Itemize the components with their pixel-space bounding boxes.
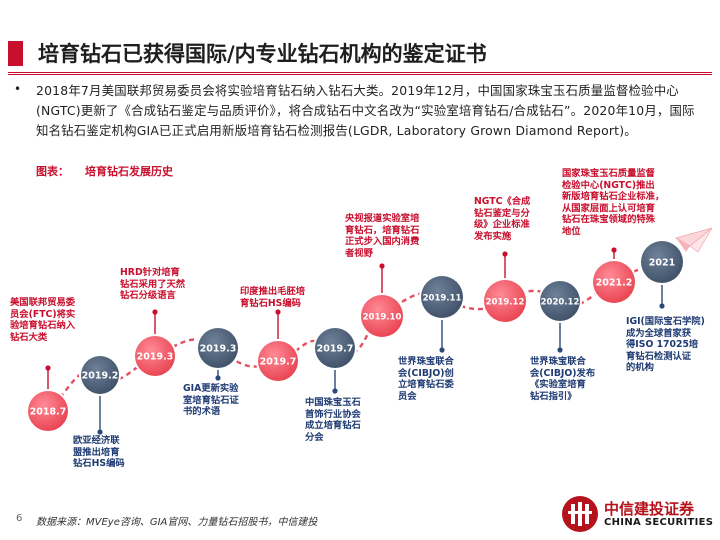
event-description: 国家珠宝玉石质量监督 检验中心(NGTC)推出 新版培育钻石企业标准， 从国家层… [562, 168, 665, 237]
china-securities-logo-icon [562, 496, 598, 532]
leader-end-dot [152, 309, 158, 315]
timeline-node [421, 276, 463, 318]
node-date-label: 2020.12 [541, 298, 580, 308]
event-description: 欧亚经济联 盟推出培育 钻石HS编码 [73, 435, 125, 469]
event-description: GIA更新实验 室培育钻石证 书的术语 [183, 383, 239, 417]
event-description: NGTC《合成 钻石鉴定与分 级》企业标准 发布实施 [474, 196, 531, 242]
leader-end-dot [275, 309, 281, 315]
source-note: 数据来源：MVEye咨询、GIA官网、力量钻石招股书，中信建投 [36, 517, 318, 528]
timeline-node [28, 391, 68, 431]
leader-end-dot [215, 375, 221, 381]
leader-end-dot [97, 429, 103, 435]
paper-plane-icon [674, 227, 713, 253]
event-description: 美国联邦贸易委 员会(FTC)将实 验培育钻石纳入 钻石大类 [10, 297, 76, 343]
bullet-dot: • [14, 82, 22, 96]
node-date-label: 2019.7 [317, 344, 354, 355]
leader-lines [45, 247, 665, 435]
node-date-label: 2021.2 [596, 278, 633, 289]
logo-name-cn: 中信建投证券 [604, 500, 695, 518]
leader-end-dot [502, 251, 508, 257]
timeline-node [198, 328, 238, 368]
timeline-nodes: 2018.7 2019.2 2019.3 2019.3 2019.7 2019.7 2019… [26, 239, 685, 433]
node-date-label: 2019.3 [137, 352, 174, 363]
event-description: 中国珠宝玉石 首饰行业协会 成立培育钻石 分会 [305, 397, 361, 443]
title-divider [8, 72, 712, 73]
timeline-node [593, 261, 635, 303]
timeline-node [641, 241, 683, 283]
leader-end-dot [557, 347, 563, 353]
timeline-node [540, 281, 580, 321]
title-divider-2 [8, 74, 712, 75]
node-date-label: 2021 [649, 258, 675, 269]
leader-end-dot [332, 388, 338, 394]
page-title: 培育钻石已获得国际/内专业钻石机构的鉴定证书 [38, 42, 487, 66]
figure-caption: 图表： 培育钻石发展历史 [36, 163, 189, 179]
timeline-node [258, 341, 298, 381]
leader-end-dot [659, 303, 665, 309]
leader-end-dot [439, 347, 445, 353]
timeline-node [135, 336, 175, 376]
event-description: 央视报道实验室培 育钻石，培育钻石 正式步入国内消费 者视野 [345, 213, 420, 259]
timeline-node [484, 280, 526, 322]
figure-title: 培育钻石发展历史 [85, 165, 173, 178]
event-description: HRD针对培育 钻石采用了天然 钻石分级语言 [120, 267, 186, 301]
timeline-node [315, 328, 355, 368]
event-description: 印度推出毛胚培 育钻石HS编码 [240, 286, 306, 309]
title-accent-bar [8, 41, 23, 66]
event-description: IGI(国际宝石学院) 成为全球首家获 得ISO 17025培 育钻石检测认证 … [626, 316, 705, 373]
node-date-label: 2019.3 [200, 344, 237, 355]
leader-end-dot [611, 247, 617, 253]
node-date-label: 2018.7 [30, 407, 67, 418]
intro-paragraph: 2018年7月美国联邦贸易委员会将实验培育钻石纳入钻石大类。2019年12月，中… [36, 83, 695, 138]
node-date-label: 2019.2 [82, 371, 119, 382]
event-description: 世界珠宝联合 会(CIBJO)创 立培育钻石委 员会 [398, 356, 454, 402]
node-date-label: 2019.7 [260, 357, 297, 368]
page-number: 6 [16, 513, 23, 524]
figure-label: 图表： [36, 165, 69, 178]
node-date-label: 2019.11 [423, 294, 462, 304]
node-date-label: 2019.10 [363, 313, 402, 323]
leader-end-dot [379, 263, 385, 269]
logo-name-en: CHINA SECURITIES [604, 517, 714, 528]
leader-end-dot [45, 365, 51, 371]
node-date-label: 2019.12 [486, 298, 525, 308]
timeline-node [81, 356, 119, 394]
event-description: 世界珠宝联合 会(CIBJO)发布 《实验室培育 钻石指引》 [530, 356, 596, 402]
timeline-node [361, 295, 403, 337]
